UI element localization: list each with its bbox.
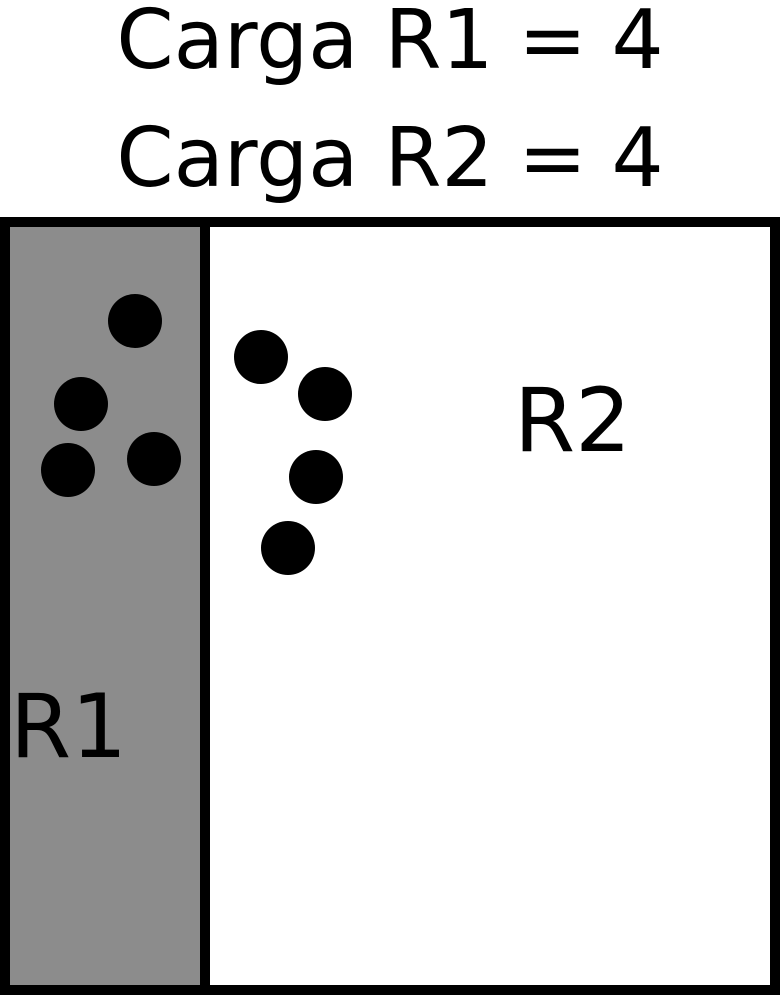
load-r2-value: 4 bbox=[611, 111, 664, 206]
region-r1-label: R1 bbox=[10, 675, 127, 778]
charge-r2 bbox=[298, 367, 352, 421]
region-r2 bbox=[200, 217, 780, 995]
load-r2-line: Carga R2=4 bbox=[0, 118, 780, 200]
load-r2-equals: = bbox=[518, 111, 587, 206]
load-r1-label: Carga R1 bbox=[116, 0, 494, 88]
charge-r1 bbox=[54, 377, 108, 431]
load-r1-equals: = bbox=[518, 0, 587, 88]
region-r2-label: R2 bbox=[514, 369, 631, 472]
charge-r1 bbox=[108, 294, 162, 348]
load-r1-value: 4 bbox=[611, 0, 664, 88]
charge-r2 bbox=[289, 450, 343, 504]
load-r1-line: Carga R1=4 bbox=[0, 0, 780, 82]
region-r1 bbox=[0, 217, 210, 995]
charge-r1 bbox=[127, 432, 181, 486]
charge-r2 bbox=[234, 330, 288, 384]
outer-frame bbox=[0, 217, 780, 995]
load-r2-label: Carga R2 bbox=[116, 111, 494, 206]
charge-r1 bbox=[41, 443, 95, 497]
charge-r2 bbox=[261, 521, 315, 575]
